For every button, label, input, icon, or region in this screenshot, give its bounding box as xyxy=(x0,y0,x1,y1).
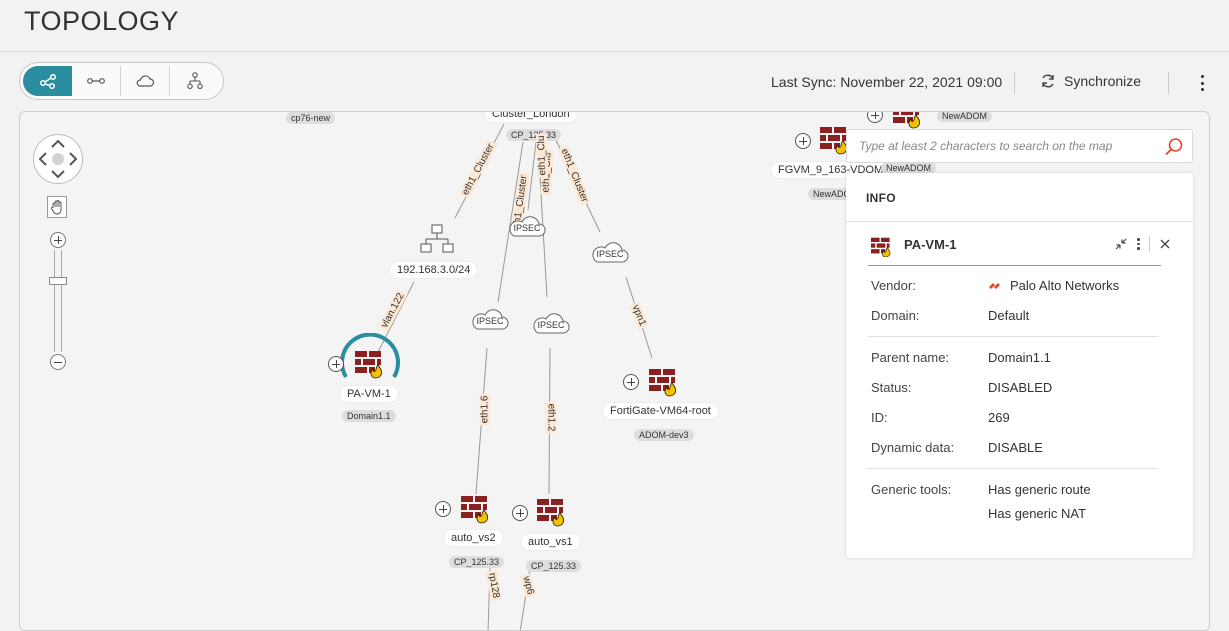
info-panel: INFO PA-VM-1 Vendor: Palo Alto Networks … xyxy=(846,173,1193,558)
pan-arrows-icon xyxy=(38,139,78,179)
view-hierarchy-button[interactable] xyxy=(170,66,219,96)
hand-tool-icon[interactable] xyxy=(47,196,67,218)
synchronize-button[interactable]: Synchronize xyxy=(1040,73,1141,89)
status-label: Status: xyxy=(871,380,912,395)
more-options-icon[interactable] xyxy=(1196,73,1208,93)
firewall-icon[interactable] xyxy=(460,495,490,525)
cloud-icon xyxy=(136,75,155,87)
sync-icon xyxy=(1042,74,1054,88)
view-link-button[interactable] xyxy=(72,66,121,96)
zoom-slider-handle[interactable] xyxy=(49,277,67,285)
device-actions xyxy=(1114,236,1171,252)
node-sublabel: CP_125.33 xyxy=(449,556,505,568)
dynamic-data-label: Dynamic data: xyxy=(871,440,955,455)
node-sublabel: NewADOM xyxy=(881,162,937,174)
divider xyxy=(868,336,1158,337)
status-value: DISABLED xyxy=(988,380,1053,395)
ipsec-cloud-icon[interactable]: IPSEC xyxy=(470,305,510,333)
view-cloud-button[interactable] xyxy=(121,66,170,96)
ipsec-cloud-icon[interactable]: IPSEC xyxy=(590,238,630,266)
dynamic-data-value: DISABLE xyxy=(988,440,1043,455)
divider xyxy=(846,221,1193,222)
toolbar-divider xyxy=(1168,72,1169,94)
node-label-cluster-london[interactable]: Cluster_London xyxy=(485,112,577,122)
node-sublabel: CP_125.33 xyxy=(526,560,582,572)
parent-name-label: Parent name: xyxy=(871,350,950,365)
search-icon[interactable] xyxy=(1164,137,1184,157)
generic-nat-value: Has generic NAT xyxy=(988,506,1087,521)
zoom-in-button[interactable] xyxy=(50,232,66,248)
header-divider xyxy=(0,51,1229,52)
hierarchy-icon xyxy=(186,72,203,90)
node-label-fortigate[interactable]: FortiGate-VM64-root xyxy=(603,403,718,419)
page-title: TOPOLOGY xyxy=(24,6,180,36)
vendor-value: Palo Alto Networks xyxy=(988,278,1119,293)
domain-label: Domain: xyxy=(871,308,920,323)
cloud-label: IPSEC xyxy=(513,223,541,233)
firewall-icon[interactable] xyxy=(892,111,922,130)
firewall-icon[interactable] xyxy=(354,350,384,380)
pan-control[interactable] xyxy=(33,134,83,184)
device-underline xyxy=(868,265,1161,266)
synchronize-label: Synchronize xyxy=(1064,73,1142,89)
node-sublabel: Domain1.1 xyxy=(342,410,396,422)
generic-tools-label: Generic tools: xyxy=(871,482,952,497)
node-sublabel: CP_125.33 xyxy=(506,129,562,141)
info-title: INFO xyxy=(866,191,896,205)
last-sync-text: Last Sync: November 22, 2021 09:00 xyxy=(771,74,1003,90)
expand-node-button[interactable] xyxy=(435,501,451,517)
divider xyxy=(868,468,1158,469)
edge-label: eth1_Clu xyxy=(535,133,549,178)
vendor-label: Vendor: xyxy=(871,278,916,293)
firewall-icon xyxy=(871,237,891,257)
node-label-pa-vm-1[interactable]: PA-VM-1 xyxy=(340,386,398,402)
device-name: PA-VM-1 xyxy=(904,237,957,252)
generic-route-value: Has generic route xyxy=(988,482,1091,497)
network-icon[interactable] xyxy=(420,224,454,254)
map-search xyxy=(846,129,1193,163)
node-sublabel: ADOM-dev3 xyxy=(634,429,694,441)
ipsec-cloud-icon[interactable]: IPSEC xyxy=(531,309,571,337)
device-more-icon[interactable] xyxy=(1137,238,1140,250)
expand-node-button[interactable] xyxy=(512,505,528,521)
node-sublabel: NewADOM xyxy=(937,112,993,122)
topology-share-icon xyxy=(39,73,56,89)
cloud-label: IPSEC xyxy=(537,320,565,330)
node-label-auto-vs1[interactable]: auto_vs1 xyxy=(521,534,580,550)
node-label-network[interactable]: 192.168.3.0/24 xyxy=(390,262,478,278)
link-icon xyxy=(87,78,105,84)
expand-node-button[interactable] xyxy=(867,112,883,123)
cloud-label: IPSEC xyxy=(476,316,504,326)
zoom-slider-track[interactable] xyxy=(54,250,62,352)
edge-label: eth1.2 xyxy=(545,401,557,434)
view-topology-button[interactable] xyxy=(23,66,72,96)
vendor-text: Palo Alto Networks xyxy=(1010,278,1120,293)
firewall-icon[interactable] xyxy=(648,368,678,398)
domain-value: Default xyxy=(988,308,1030,323)
palo-alto-logo-icon xyxy=(989,282,1000,289)
zoom-out-button[interactable] xyxy=(50,354,66,370)
expand-node-button[interactable] xyxy=(623,374,639,390)
ipsec-cloud-icon[interactable]: IPSEC xyxy=(507,212,547,240)
collapse-icon[interactable] xyxy=(1114,237,1128,251)
toolbar-divider xyxy=(1014,72,1015,94)
id-label: ID: xyxy=(871,410,888,425)
expand-node-button[interactable] xyxy=(328,356,344,372)
view-toggle xyxy=(19,62,224,100)
node-label-auto-vs2[interactable]: auto_vs2 xyxy=(444,530,503,546)
cloud-label: IPSEC xyxy=(596,249,624,259)
map-search-input[interactable] xyxy=(857,138,1156,154)
close-icon[interactable] xyxy=(1159,238,1171,250)
firewall-icon[interactable] xyxy=(536,498,566,528)
id-value: 269 xyxy=(988,410,1010,425)
firewall-icon[interactable] xyxy=(819,126,849,156)
node-sublabel-cp76: cp76-new xyxy=(286,112,336,124)
edge-label: eth1.6 xyxy=(479,393,491,426)
parent-name-value: Domain1.1 xyxy=(988,350,1051,365)
expand-node-button[interactable] xyxy=(795,133,811,149)
